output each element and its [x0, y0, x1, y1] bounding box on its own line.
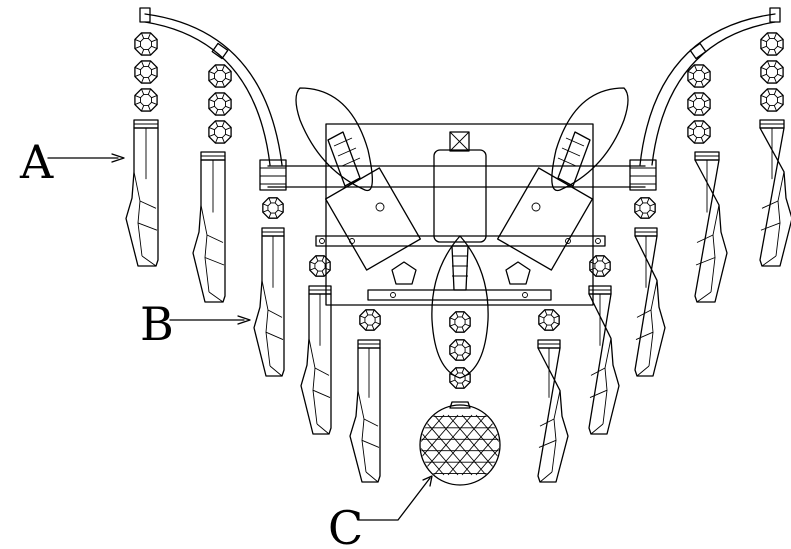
crystal-prism	[634, 227, 666, 377]
socket-gems	[391, 261, 531, 285]
crystal-prism	[253, 227, 285, 377]
octagon-bead	[359, 309, 381, 331]
crystal-prism	[694, 151, 728, 303]
center-flame	[431, 235, 489, 379]
octagon-bead	[687, 92, 711, 116]
octagon-bead	[449, 311, 471, 333]
right-flame	[551, 87, 629, 192]
crystal-prism	[192, 151, 226, 303]
crystal-prism	[537, 339, 569, 483]
curved-arms	[139, 7, 781, 166]
octagon-bead	[208, 120, 232, 144]
label-a-text: A	[19, 135, 54, 189]
octagon-bead	[760, 88, 784, 112]
octagon-bead	[449, 367, 471, 389]
octagon-bead	[760, 60, 784, 84]
arm-rods	[259, 159, 657, 191]
crystal-prism	[125, 119, 159, 267]
octagon-bead	[760, 32, 784, 56]
octagon-bead	[538, 309, 560, 331]
label-c: C	[328, 475, 433, 549]
octagon-beads	[134, 32, 784, 389]
octagon-bead	[262, 197, 284, 219]
center-socket	[433, 131, 487, 291]
octagon-bead	[309, 255, 331, 277]
octagon-bead	[208, 92, 232, 116]
octagon-bead	[687, 120, 711, 144]
label-a: A	[19, 135, 125, 189]
octagon-bead	[687, 64, 711, 88]
octagon-bead	[589, 255, 611, 277]
left-flame	[295, 87, 373, 192]
crystal-prism	[588, 285, 620, 435]
label-b: B	[140, 297, 251, 351]
back-plate	[325, 123, 594, 306]
octagon-bead	[134, 32, 158, 56]
crystal-prisms	[125, 119, 791, 483]
octagon-bead	[208, 64, 232, 88]
label-b-text: B	[140, 297, 174, 351]
octagon-bead	[449, 339, 471, 361]
label-c-text: C	[328, 501, 363, 549]
octagon-bead	[634, 197, 656, 219]
crystal-prism	[759, 119, 791, 267]
octagon-bead	[134, 88, 158, 112]
crystal-prism	[300, 285, 332, 435]
right-bulb-socket	[497, 131, 593, 271]
crystal-prism	[349, 339, 381, 483]
left-bulb-socket	[325, 131, 421, 271]
ball-crystal	[419, 401, 501, 486]
octagon-bead	[134, 60, 158, 84]
